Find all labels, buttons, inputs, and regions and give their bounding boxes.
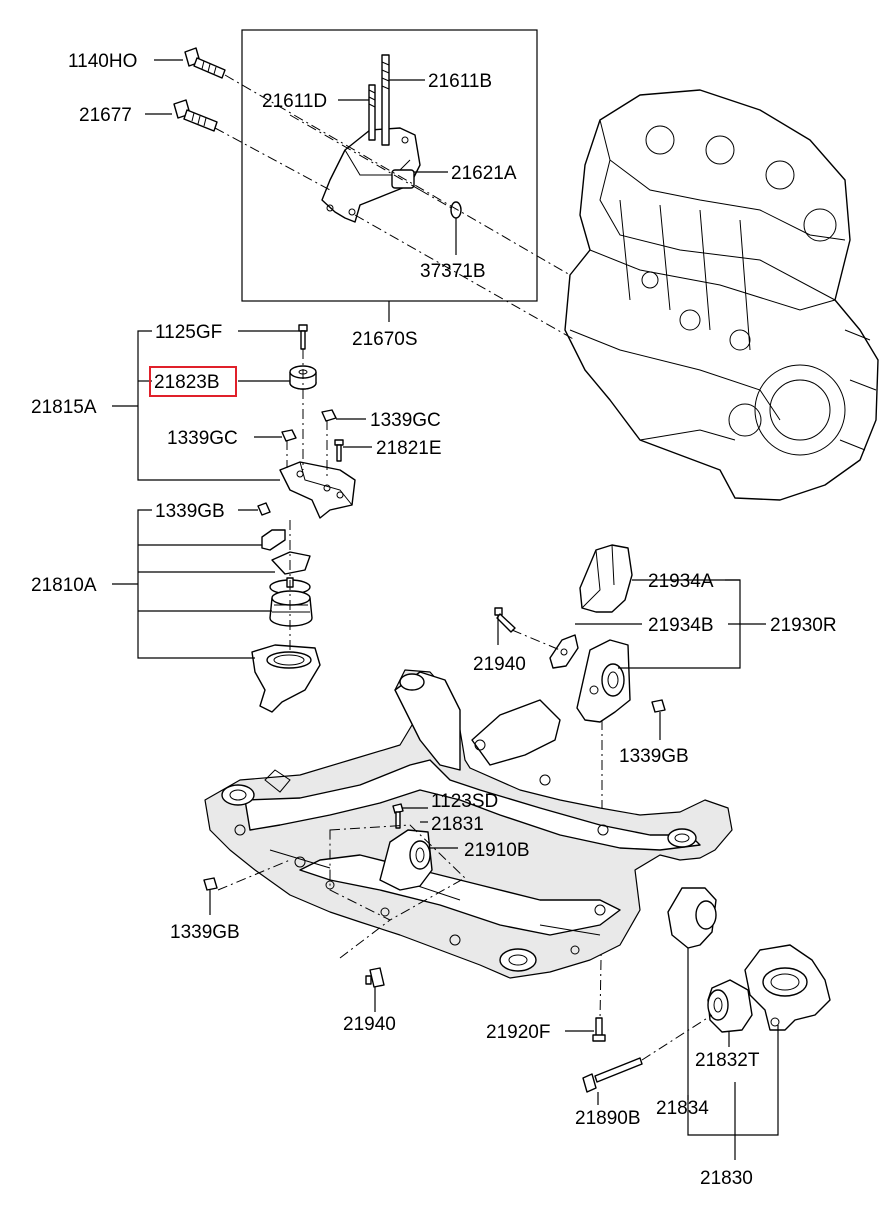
label-21934b: 21934B	[648, 615, 714, 636]
label-1339gb-c: 1339GB	[170, 922, 240, 943]
label-21815a: 21815A	[31, 397, 97, 418]
engine-mount-bracket-drawing	[321, 54, 462, 223]
label-21831: 21831	[431, 814, 484, 835]
label-1339gc-b: 1339GC	[167, 428, 238, 449]
label-1339gc-a: 1339GC	[370, 410, 441, 431]
label-21611d: 21611D	[262, 91, 327, 112]
label-21940-a: 21940	[473, 654, 526, 675]
label-21670s: 21670S	[352, 329, 418, 350]
nut-1339gb-c-drawing	[203, 877, 218, 891]
mount-21810a-drawing	[251, 502, 321, 713]
label-21830: 21830	[700, 1168, 753, 1189]
label-21823b: 21823B	[154, 372, 220, 393]
part-labels: 1140HO 21677 21611D 21611B 21621A 37371B…	[31, 51, 837, 1189]
bolt-21920f-drawing	[592, 1017, 606, 1042]
label-21621a: 21621A	[451, 163, 517, 184]
bolt-21940-b-drawing	[365, 967, 385, 988]
label-21910b: 21910B	[464, 840, 530, 861]
label-21890b: 21890B	[575, 1108, 641, 1129]
label-21920f: 21920F	[486, 1022, 550, 1043]
label-1123sd: 1123SD	[431, 791, 498, 812]
label-21940-b: 21940	[343, 1014, 396, 1035]
label-37371b: 37371B	[420, 261, 486, 282]
bolt-21677-drawing	[173, 99, 218, 132]
label-21821e: 21821E	[376, 438, 442, 459]
label-21934a: 21934A	[648, 571, 714, 592]
subframe-drawing	[204, 669, 733, 979]
highlight-box	[149, 366, 237, 397]
label-1339gb-a: 1339GB	[155, 501, 225, 522]
bolt-1140ho-drawing	[184, 47, 226, 79]
label-21810a: 21810A	[31, 575, 97, 596]
label-21930r: 21930R	[770, 615, 837, 636]
label-21677: 21677	[79, 105, 132, 126]
label-1339gb-b: 1339GB	[619, 746, 689, 767]
leader-lines	[112, 59, 779, 1160]
mount-21830-drawing	[582, 887, 831, 1093]
mount-21910b-drawing	[379, 803, 433, 891]
engine-block-drawing	[564, 89, 879, 501]
label-1125gf: 1125GF	[155, 322, 222, 343]
label-21834: 21834	[656, 1098, 709, 1119]
mount-21930r-drawing	[494, 544, 666, 723]
bracket-21815a-drawing	[279, 324, 356, 519]
label-1140ho: 1140HO	[68, 51, 137, 72]
label-21611b: 21611B	[428, 71, 492, 92]
label-21832t: 21832T	[695, 1050, 760, 1071]
